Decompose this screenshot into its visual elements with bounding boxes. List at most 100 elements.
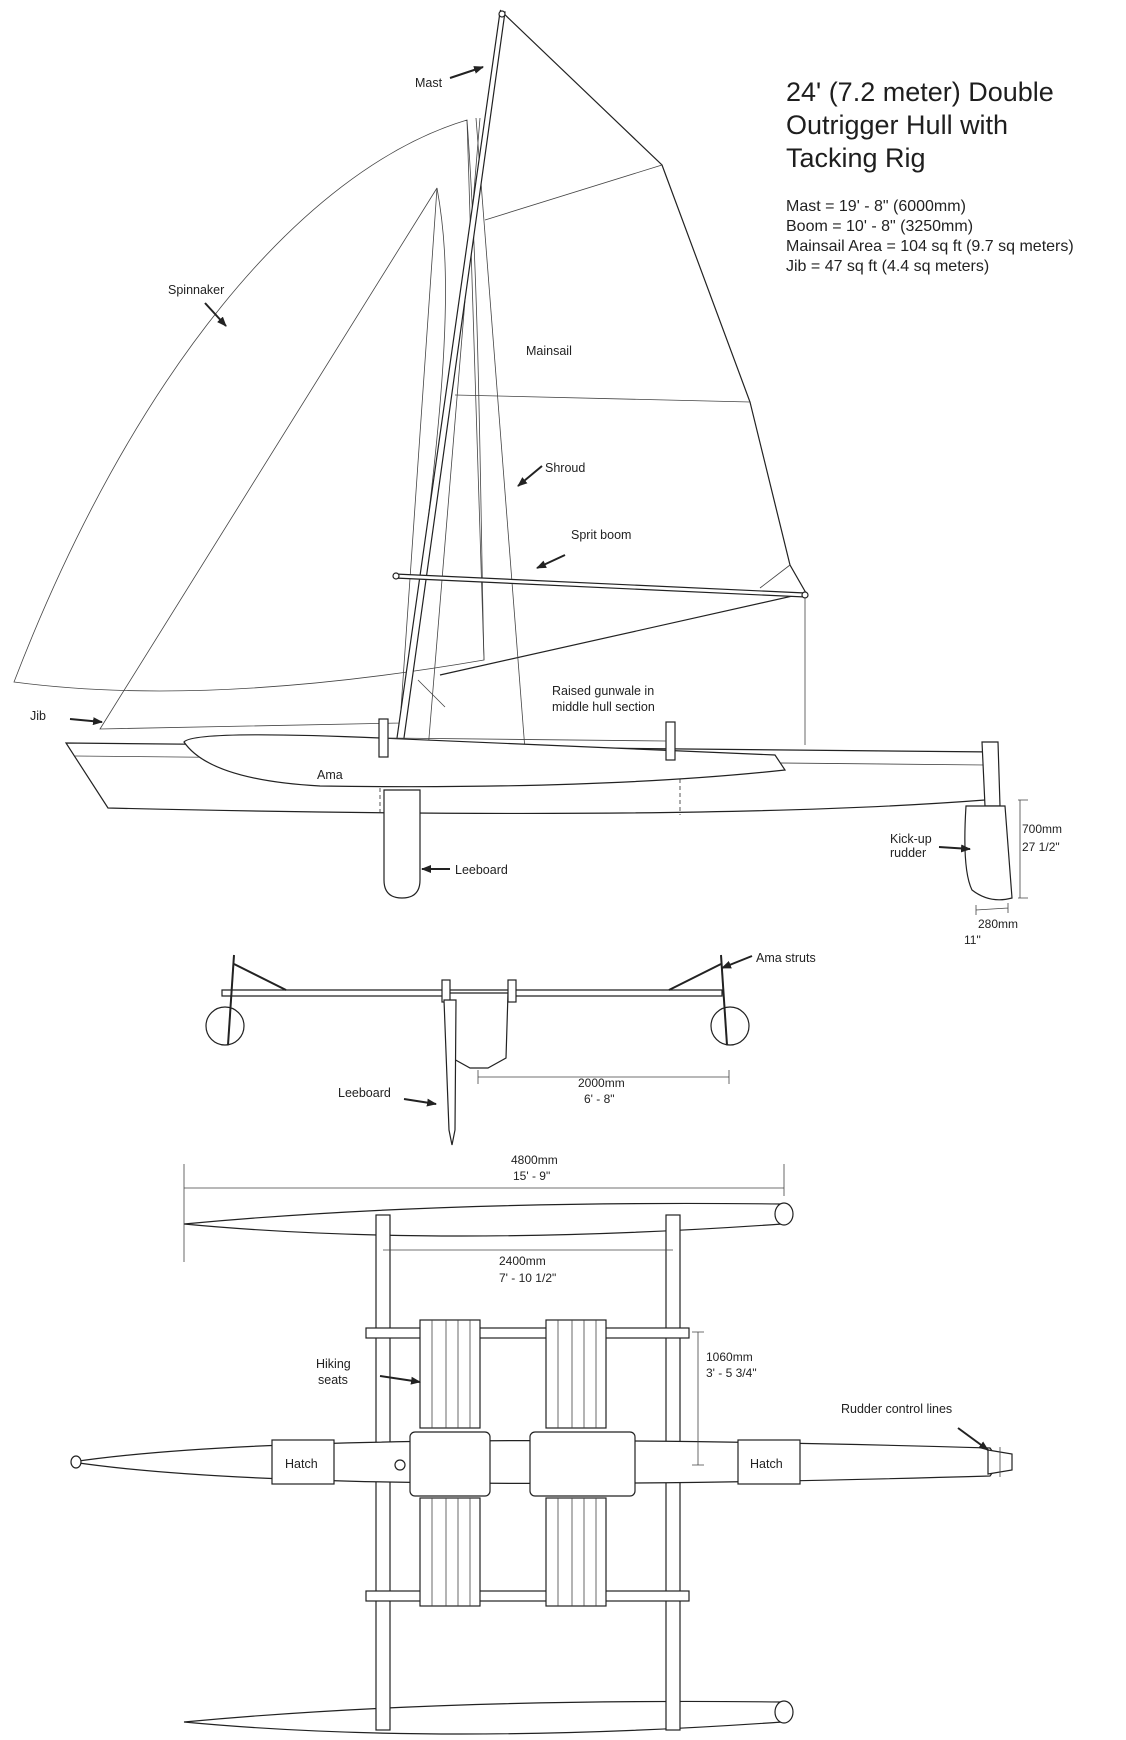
dim-strut-span-mm: 2400mm [499, 1254, 546, 1268]
crossbar-aft [365, 1590, 690, 1602]
arrow-spinnaker [204, 302, 227, 327]
leader-arrows [69, 66, 989, 1451]
ama-strut-port [233, 963, 287, 991]
spec-mast: Mast = 19' - 8" (6000mm) [786, 198, 966, 215]
label-ama: Ama [317, 768, 343, 782]
dim-ama-length-ft: 15' - 9" [513, 1169, 550, 1183]
arrow-kickup [938, 844, 971, 853]
label-raised-gunwale-2: middle hull section [552, 700, 655, 714]
arrow-hiking-seats [379, 1375, 421, 1385]
dim-ama-length-mm: 4800mm [511, 1153, 558, 1167]
side-elevation [13, 9, 1013, 901]
main-hull-section [447, 992, 509, 1069]
spinnaker-sail [13, 119, 485, 692]
arrow-sprit-boom [536, 554, 566, 569]
ama-port-section [205, 1006, 245, 1046]
kickup-rudder [964, 805, 1013, 901]
hatch-aft [737, 1439, 801, 1485]
ama-stbd-section [710, 1006, 750, 1046]
label-hiking-2: seats [318, 1373, 348, 1387]
label-kickup-1: Kick-up [890, 832, 932, 846]
label-raised-gunwale-1: Raised gunwale in [552, 684, 654, 698]
mainsail [439, 9, 807, 676]
ama-bottom-stern [774, 1700, 794, 1724]
sprit-boom [394, 573, 806, 598]
title-line-1: 24' (7.2 meter) Double [786, 77, 1054, 107]
gunwale-post-fwd [378, 718, 389, 758]
spec-jib: Jib = 47 sq ft (4.4 sq meters) [786, 258, 990, 275]
title-block: 24' (7.2 meter) Double Outrigger Hull wi… [786, 76, 1106, 277]
ama-strut-stbd [668, 963, 722, 991]
dim-strut-span-ft: 7' - 10 1/2" [499, 1271, 556, 1285]
dim-ama-length [183, 1164, 785, 1262]
hatch-fwd [271, 1439, 335, 1485]
gunwale-post-port-front [441, 979, 451, 1003]
front-view [205, 954, 750, 1146]
label-mainsail: Mainsail [526, 344, 572, 358]
dim-rudder-depth [1018, 799, 1028, 899]
batten-3 [759, 564, 791, 589]
ama-side [183, 734, 787, 788]
dim-beam-ft: 6' - 8" [584, 1092, 615, 1106]
label-mast: Mast [415, 76, 443, 90]
gunwale-post-stbd-front [507, 979, 517, 1003]
strut-post-port [227, 954, 235, 1046]
labels: Mast Spinnaker Mainsail Shroud Sprit boo… [30, 76, 1062, 1471]
spec-mainsail-area: Mainsail Area = 104 sq ft (9.7 sq meters… [786, 238, 1074, 255]
dim-rudder-chord-mm: 280mm [978, 917, 1018, 931]
plan-view [70, 1202, 1013, 1735]
boom-end-fwd [392, 572, 400, 580]
batten-1 [484, 164, 663, 221]
ama-top-stern [774, 1202, 794, 1226]
ama-bottom [183, 1700, 788, 1735]
spinnaker-luff [466, 119, 485, 661]
label-kickup-2: rudder [890, 846, 926, 860]
cockpit-aft [529, 1431, 636, 1497]
shroud [475, 117, 526, 751]
hiking-seat-aft-lower [545, 1497, 607, 1607]
dim-rudder-depth-in: 27 1/2" [1022, 840, 1060, 854]
leeboard-front [443, 999, 457, 1146]
drawing-title: 24' (7.2 meter) Double Outrigger Hull wi… [786, 76, 1106, 175]
raised-gunwale [387, 737, 667, 742]
dim-beam-mm: 2000mm [578, 1076, 625, 1090]
leeboard-side [383, 789, 421, 899]
bow-eye [70, 1455, 82, 1469]
dim-rudder-chord-in: 11" [964, 933, 981, 947]
arrow-shroud [517, 465, 543, 487]
strut-post-stbd [720, 954, 728, 1046]
label-sprit-boom: Sprit boom [571, 528, 631, 542]
hiking-seat-fwd-lower [419, 1497, 481, 1607]
label-rudder-lines: Rudder control lines [841, 1402, 952, 1416]
spec-boom: Boom = 10' - 8" (3250mm) [786, 218, 974, 235]
arrow-rudder-lines [957, 1427, 989, 1451]
hiking-seat-aft-upper [545, 1319, 607, 1429]
masthead-fitting [498, 10, 506, 18]
cockpit-fwd [409, 1431, 491, 1497]
dim-seat-span-ft: 3' - 5 3/4" [706, 1366, 757, 1380]
stern-post [981, 741, 1001, 807]
title-line-3: Tacking Rig [786, 143, 926, 173]
dim-rudder-depth-mm: 700mm [1022, 822, 1062, 836]
mast [395, 11, 506, 746]
dim-rudder-chord [975, 903, 1009, 915]
dim-seat-span-mm: 1060mm [706, 1350, 753, 1364]
arrow-ama-struts [721, 955, 753, 969]
label-hatch-aft: Hatch [750, 1457, 783, 1471]
dim-seat-span [692, 1331, 704, 1466]
jib-sail [99, 187, 438, 730]
ama-top [183, 1202, 788, 1237]
title-line-2: Outrigger Hull with [786, 110, 1009, 140]
label-shroud: Shroud [545, 461, 585, 475]
tack-line [417, 679, 446, 708]
crossbar-fwd [365, 1327, 690, 1339]
mast-step [394, 1459, 406, 1471]
label-leeboard-front: Leeboard [338, 1086, 391, 1100]
label-ama-struts: Ama struts [756, 951, 816, 965]
hiking-seat-fwd-upper [419, 1319, 481, 1429]
dimension-lines [183, 799, 1028, 1466]
arrow-leeboard-front [403, 1098, 437, 1107]
label-hiking-1: Hiking [316, 1357, 351, 1371]
label-leeboard-side: Leeboard [455, 863, 508, 877]
